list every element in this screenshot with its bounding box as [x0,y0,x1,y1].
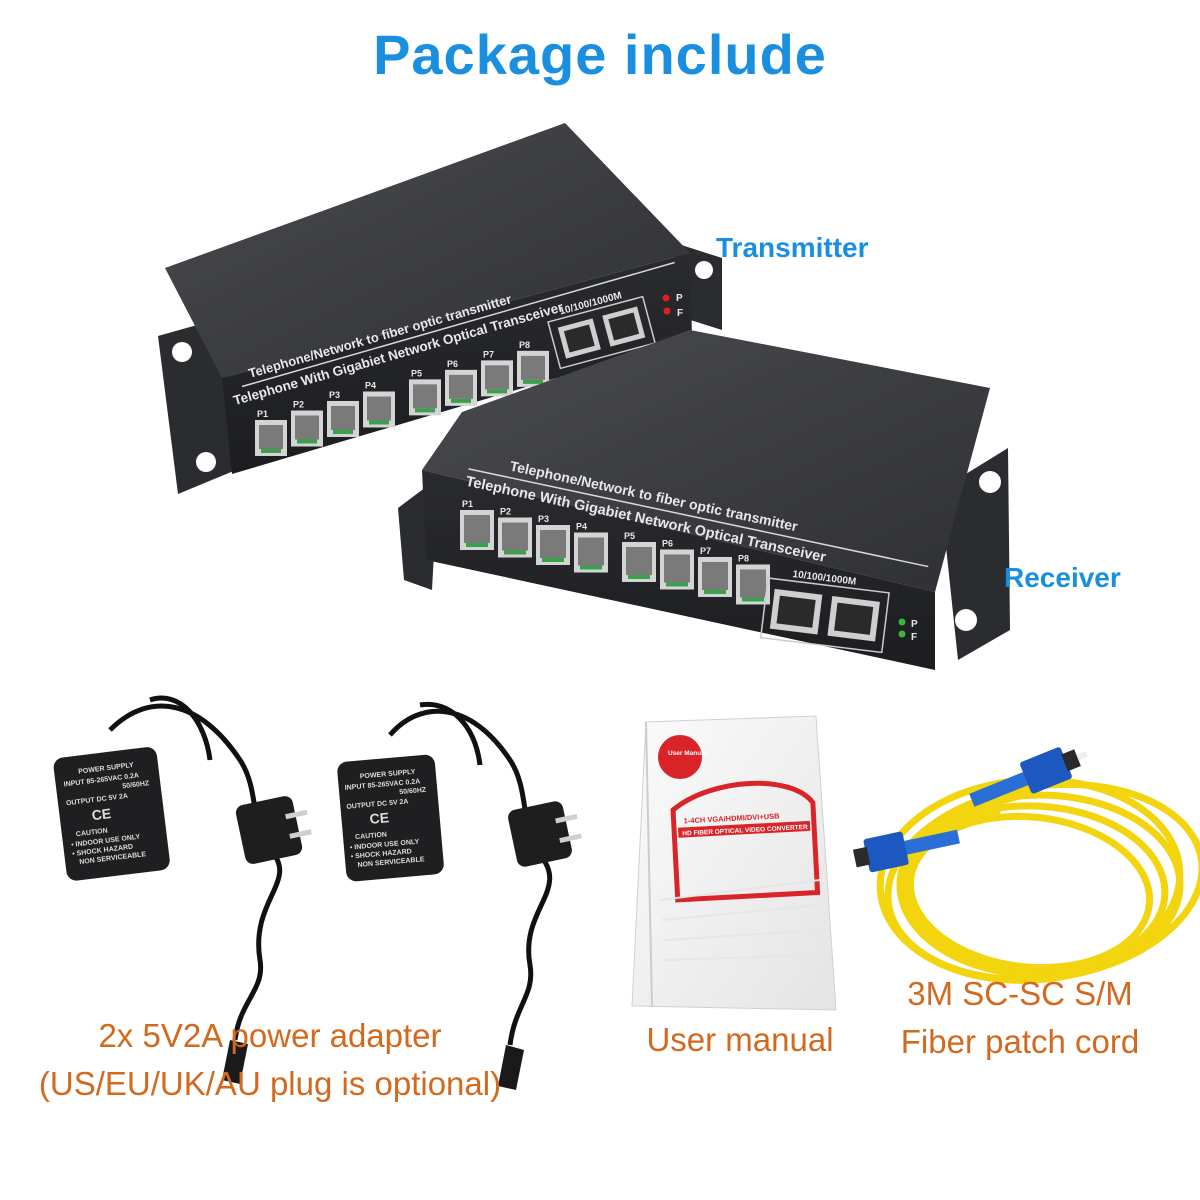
transmitter-phone-port-p4: P4 [363,381,395,428]
ce-mark: CE [91,805,112,823]
transmitter-port-label: P2 [293,400,304,410]
transmitter-led-p [662,294,670,302]
power-adapter-2: POWER SUPPLY INPUT 85-265VAC 0.2A 50/60H… [337,701,582,1090]
adapter-heading: POWER SUPPLY [360,769,416,781]
receiver-led-p-label: P [911,619,918,630]
adapter-freq: 50/60HZ [399,787,427,796]
receiver-led-p [898,618,906,626]
page-title: Package include [373,23,827,86]
transmitter-port-label: P8 [519,340,530,350]
power-adapter-1: POWER SUPPLY INPUT 85-265VAC 0.2A 50/60H… [53,695,312,1084]
receiver-port-label: P2 [500,507,511,517]
receiver-port-label: P7 [700,546,711,556]
receiver-label: Receiver [1004,562,1121,593]
transmitter-phone-port-p5: P5 [409,368,441,416]
transmitter-port-label: P5 [411,368,422,378]
plug-head [235,796,303,864]
receiver-phone-port-p4: P4 [574,522,608,573]
receiver-phone-port-p8: P8 [736,553,770,605]
transmitter-phone-port-p7: P7 [481,349,513,397]
receiver-phone-port-p1: P1 [460,499,494,550]
receiver-device: Telephone/Network to fiber optic transmi… [398,330,1010,670]
dc-plug [498,1045,524,1090]
transmitter-device: Telephone/Network to fiber optic transmi… [158,123,722,494]
receiver-port-label: P6 [662,538,673,548]
adapter-caption-line1: 2x 5V2A power adapter [98,1017,442,1054]
dc-plug [222,1040,248,1084]
manual-badge-text: User Manual [668,750,707,757]
receiver-port-label: P3 [538,514,549,524]
receiver-phone-port-p6: P6 [660,538,694,590]
adapter-caption-line2: (US/EU/UK/AU plug is optional) [38,1065,502,1102]
receiver-phone-port-p5: P5 [622,531,656,582]
transmitter-led-f-label: F [677,308,683,319]
receiver-port-label: P1 [462,499,473,509]
transmitter-led-f [663,307,671,315]
transmitter-port-label: P6 [447,359,458,369]
receiver-phone-port-p7: P7 [698,546,732,597]
plug-head [508,801,572,867]
sc-connector [852,829,960,873]
adapter-body [53,747,170,881]
transmitter-phone-port-p8: P8 [517,340,549,387]
transmitter-phone-port-p2: P2 [291,400,323,447]
fiber-patch-cord [852,747,1200,984]
transmitter-port-label: P7 [483,349,494,359]
transmitter-phone-port-p1: P1 [255,409,287,456]
receiver-port-label: P5 [624,531,635,541]
transmitter-label: Transmitter [716,232,869,263]
transmitter-port-label: P3 [329,390,340,400]
adapter-caution: CAUTION [76,828,109,839]
transmitter-phone-port-p3: P3 [327,390,359,437]
receiver-port-label: P8 [738,553,749,563]
transmitter-port-label: P4 [365,381,376,391]
receiver-phone-port-p3: P3 [536,514,570,565]
adapter-caution: CAUTION [355,831,387,841]
adapter-freq: 50/60HZ [122,780,150,790]
adapter-caption: 2x 5V2A power adapter (US/EU/UK/AU plug … [20,1012,520,1108]
transmitter-phone-ports: P1 P2 P3 P4 P5 P6 P7 P8 [255,340,549,456]
user-manual-booklet: User Manual 1-4CH VGA/HDMI/DVI+USB HD FI… [631,715,837,1011]
receiver-port-label: P4 [576,522,587,532]
receiver-top-panel [422,330,990,592]
manual-badge [658,735,702,779]
cable-caption-line1: 3M SC-SC S/M [907,975,1133,1012]
receiver-led-f [898,630,906,638]
transmitter-led-p-label: P [676,293,683,304]
manual-caption: User manual [646,1021,834,1058]
sc-connector [969,747,1088,807]
ce-mark: CE [369,809,390,827]
transmitter-phone-port-p6: P6 [445,359,477,406]
cable-caption-line2: Fiber patch cord [900,1023,1140,1060]
adapter-body [337,754,444,882]
transmitter-port-label: P1 [257,409,268,419]
cable-caption: 3M SC-SC S/M Fiber patch cord [880,970,1160,1066]
receiver-phone-port-p2: P2 [498,507,532,558]
receiver-led-f-label: F [911,632,917,643]
transmitter-top-panel [165,123,690,378]
